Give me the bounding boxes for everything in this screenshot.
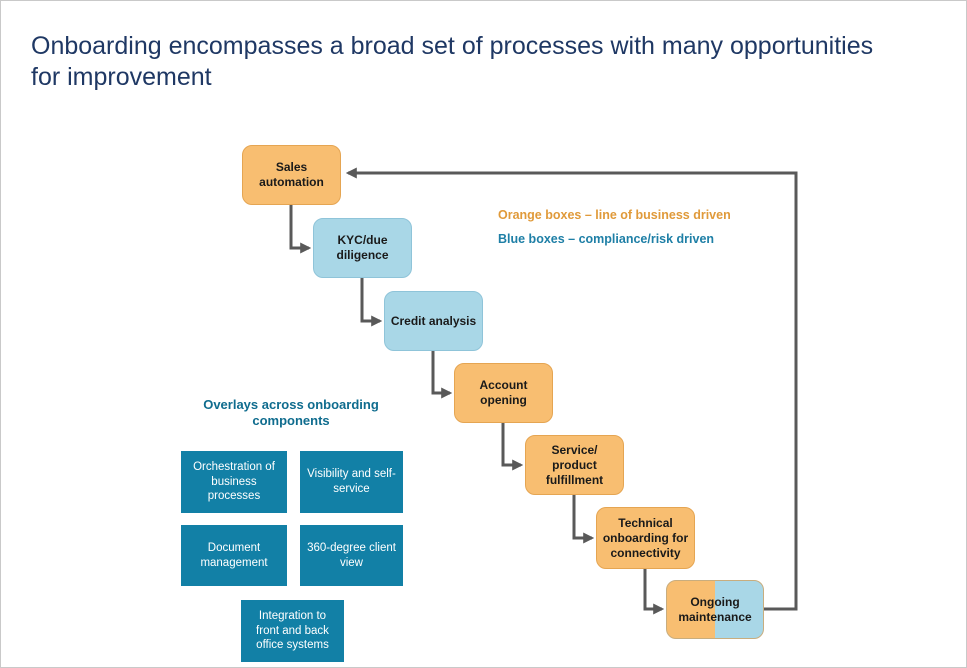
overlay-box-label: Visibility and self-service (307, 468, 396, 495)
flow-step-technical-onboarding: Technical onboarding for connectivity (596, 507, 695, 569)
flow-step-label: Service/ product fulfillment (545, 442, 604, 487)
flow-arrow (643, 569, 665, 615)
flow-step-service-product-fulfillment: Service/ product fulfillment (525, 435, 624, 495)
flow-step-label: Account opening (479, 378, 528, 407)
flow-step-label: KYC/due diligence (336, 233, 389, 262)
overlay-box-label: Orchestration of business processes (193, 460, 275, 503)
legend-orange-boxes: Orange boxes – line of business driven (498, 208, 731, 222)
page-title: Onboarding encompasses a broad set of pr… (31, 32, 874, 91)
overlay-box-360-client-view: 360-degree client view (300, 525, 403, 586)
overlay-box-orchestration: Orchestration of business processes (181, 451, 287, 513)
flow-arrow (431, 351, 453, 399)
flow-arrow (501, 423, 524, 471)
flow-arrow (572, 495, 595, 544)
flow-step-label: Ongoing maintenance (678, 594, 752, 624)
flow-arrow (360, 278, 383, 327)
overlay-box-label: Document management (200, 541, 268, 569)
flow-step-sales-automation: Sales automation (242, 145, 341, 205)
overlay-box-visibility-self-service: Visibility and self-service (300, 451, 403, 513)
flow-step-label: Sales automation (259, 160, 324, 189)
flow-step-credit-analysis: Credit analysis (384, 291, 483, 351)
flow-step-label: Technical onboarding for connectivity (602, 515, 689, 560)
overlay-box-label: 360-degree client view (307, 541, 396, 569)
overlay-box-document-management: Document management (181, 525, 287, 586)
flow-step-kyc-due-diligence: KYC/due diligence (313, 218, 412, 278)
legend-blue-boxes: Blue boxes – compliance/risk driven (498, 232, 715, 246)
flow-step-account-opening: Account opening (454, 363, 553, 423)
flow-step-label: Credit analysis (390, 313, 477, 328)
flow-arrow (289, 205, 312, 254)
overlay-box-integration-front-back-office: Integration to front and back office sys… (241, 600, 344, 662)
overlay-box-label: Integration to front and back office sys… (256, 609, 329, 652)
overlays-heading: Overlays across onboarding components (203, 397, 379, 429)
flow-step-ongoing-maintenance: Ongoing maintenance (666, 580, 764, 639)
